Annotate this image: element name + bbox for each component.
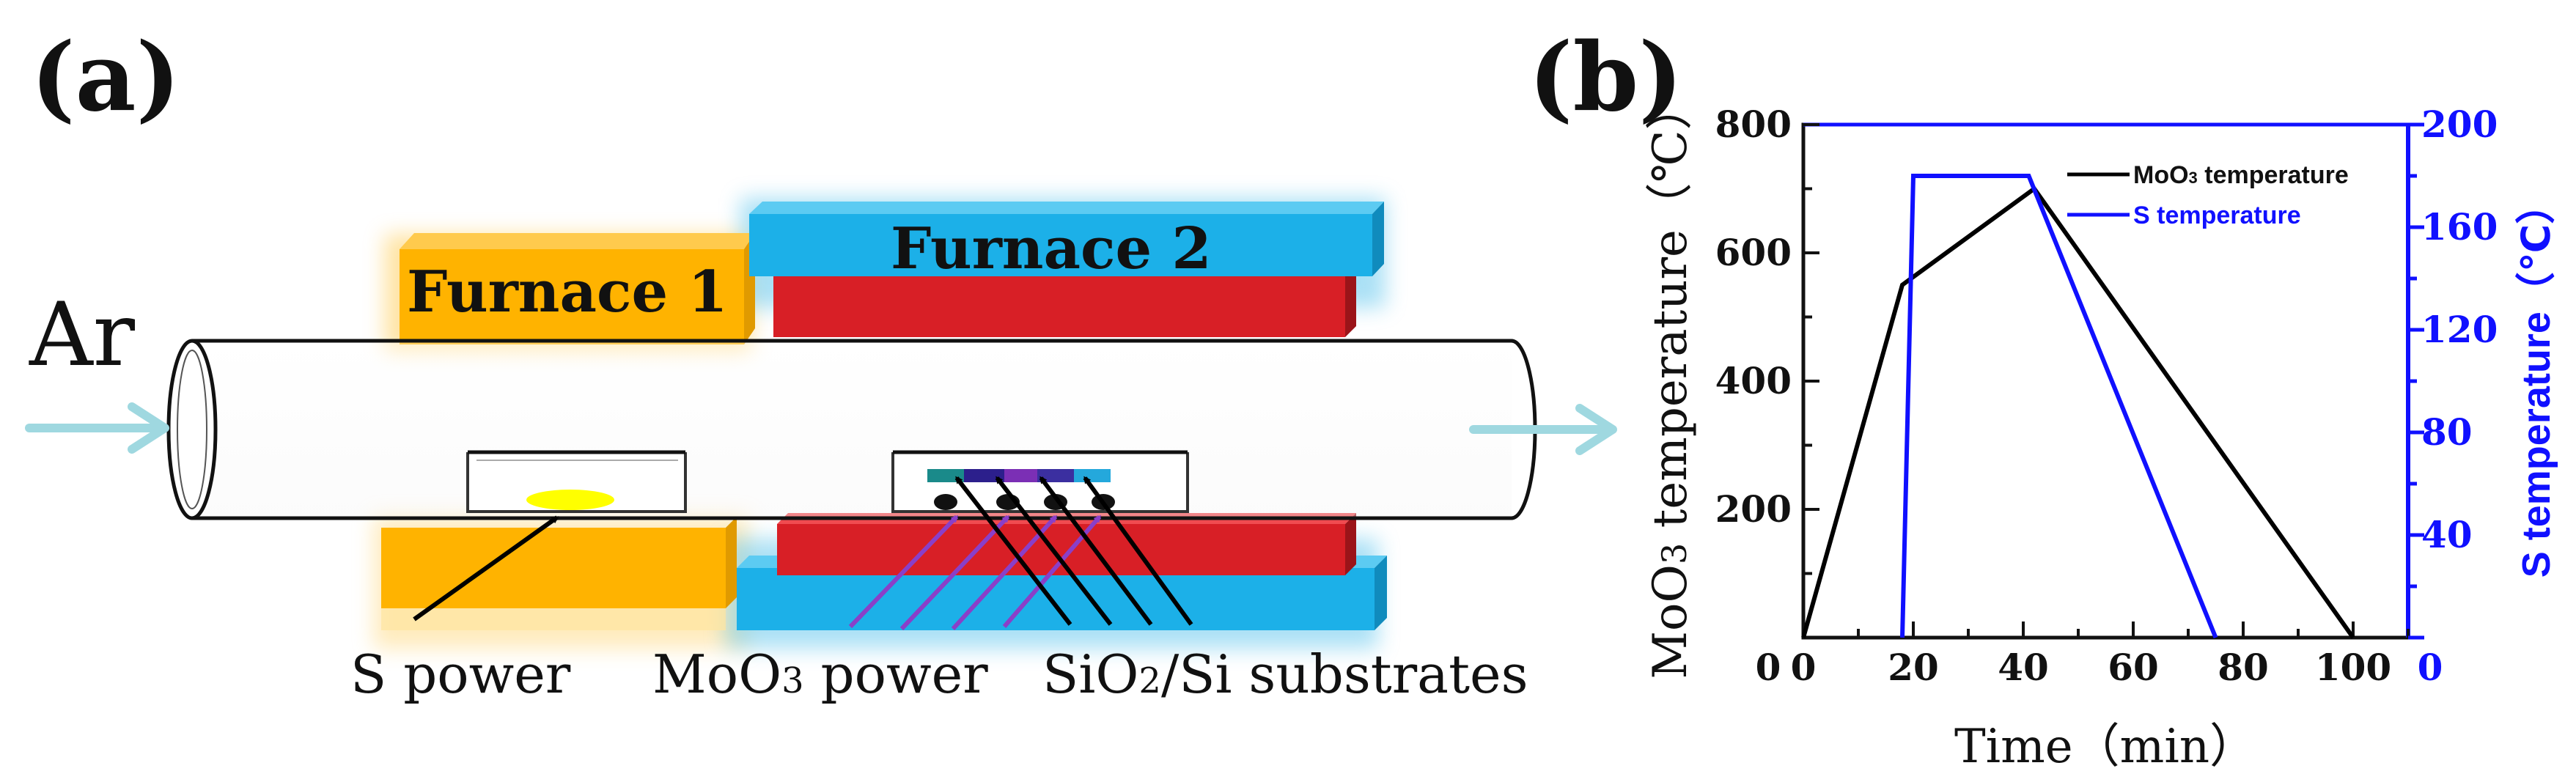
substrate-pointer-arrows — [954, 476, 1193, 626]
y-left-tick-label: 600 — [1715, 231, 1792, 274]
x-tick-label: 60 — [2108, 646, 2159, 689]
y-left-zero-label: 0 — [1756, 646, 1781, 689]
quartz-tube — [166, 339, 1537, 520]
sulfur-powder — [526, 490, 614, 510]
s-pointer-arrow — [413, 515, 559, 621]
y-left-tick-label: 800 — [1715, 103, 1792, 146]
x-tick-label: 80 — [2218, 646, 2269, 689]
boat-sulfur — [466, 450, 687, 513]
furnace-2-heater-bottom — [777, 513, 1356, 575]
y-left-tick-label: 400 — [1715, 359, 1792, 402]
panel-a-label: (a) — [31, 23, 180, 133]
furnace-1: Furnace 1 — [400, 233, 755, 344]
flow-arrow-out — [1469, 404, 1617, 455]
substrate-strip — [927, 469, 964, 482]
legend: MoO3 temperature S temperature — [2067, 161, 2349, 229]
series-line-moo3-temperature — [1801, 185, 2355, 639]
panel-a: (a) Furnace 1 Furnace 2 — [25, 23, 1617, 705]
furnace-2-label: Furnace 2 — [891, 215, 1212, 282]
y-left-tick-label: 200 — [1715, 487, 1792, 531]
x-tick-label: 20 — [1888, 646, 1939, 689]
y-right-tick-label: 40 — [2421, 513, 2473, 556]
panel-b-label: (b) — [1528, 23, 1683, 133]
boat-moo3 — [891, 450, 1189, 513]
furnace-2: Furnace 2 — [749, 202, 1384, 282]
furnace-2-heater-top — [773, 260, 1356, 337]
flow-arrow-in — [25, 402, 169, 454]
plot-frame — [1801, 122, 2410, 640]
furnace-1-label: Furnace 1 — [407, 259, 728, 325]
y-right-tick-label: 120 — [2421, 308, 2498, 351]
y-right-tick-label: 200 — [2421, 103, 2498, 146]
x-tick-label: 100 — [2315, 646, 2391, 689]
legend-label-moo3: MoO3 temperature — [2133, 161, 2349, 189]
gas-label-ar: Ar — [29, 284, 136, 386]
substrates-label: SiO2/Si substrates — [1042, 643, 1528, 705]
panel-b: (b) 0 20 40 60 80 100 200 400 600 800 0 40 80 120 160 2… — [1528, 23, 2558, 771]
series-line-s-temperature — [1900, 174, 2218, 639]
moo3-powder-label: MoO3 power — [652, 643, 988, 705]
y-right-tick-label: 160 — [2421, 205, 2498, 248]
s-powder-label: S power — [350, 643, 571, 705]
y-axis-title-right: S temperature（℃） — [2514, 185, 2558, 578]
x-tick-label: 0 — [1791, 646, 1817, 689]
x-axis-title: Time（min） — [1954, 720, 2256, 771]
y-right-zero-label: 0 — [2418, 646, 2443, 689]
x-tick-label: 40 — [1998, 646, 2049, 689]
y-right-tick-label: 80 — [2421, 410, 2473, 454]
furnace-1-bottom — [381, 517, 737, 630]
y-axis-title-left: MoO3 temperature（℃） — [1644, 83, 1698, 679]
legend-label-s: S temperature — [2133, 202, 2301, 229]
